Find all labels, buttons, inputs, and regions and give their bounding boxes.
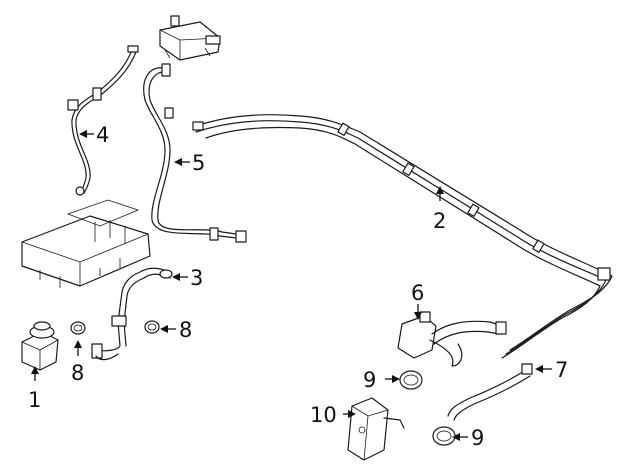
callout-3: 3 <box>190 266 203 290</box>
callout-5: 5 <box>192 151 205 175</box>
callout-8-left: 8 <box>71 361 84 385</box>
callout-8-right: 8 <box>179 318 192 342</box>
callout-2: 2 <box>433 209 446 233</box>
callout-9-upper: 9 <box>363 368 376 392</box>
part-3-pipe <box>91 267 173 361</box>
part-8-clamp-left <box>70 321 86 335</box>
callout-7: 7 <box>555 358 568 382</box>
part-6-hose <box>397 311 507 367</box>
part-9-clamp-lower <box>432 426 456 446</box>
part-5-hose <box>143 63 247 243</box>
part-4-hose <box>67 45 139 196</box>
part-10-bracket <box>347 397 405 461</box>
callout-1: 1 <box>28 388 41 412</box>
callout-4: 4 <box>96 123 109 147</box>
part-1-pump <box>21 321 59 371</box>
part-2-tube-bundle <box>192 114 613 359</box>
callout-9-lower: 9 <box>471 426 484 450</box>
part-9-clamp-upper <box>399 370 423 390</box>
callout-10: 10 <box>310 403 337 427</box>
callout-6: 6 <box>411 281 424 305</box>
control-module <box>21 199 151 288</box>
part-7-hose <box>447 363 533 421</box>
part-8-clamp-right <box>144 320 160 334</box>
solenoid-valve <box>159 15 221 61</box>
leader-lines <box>31 130 552 441</box>
